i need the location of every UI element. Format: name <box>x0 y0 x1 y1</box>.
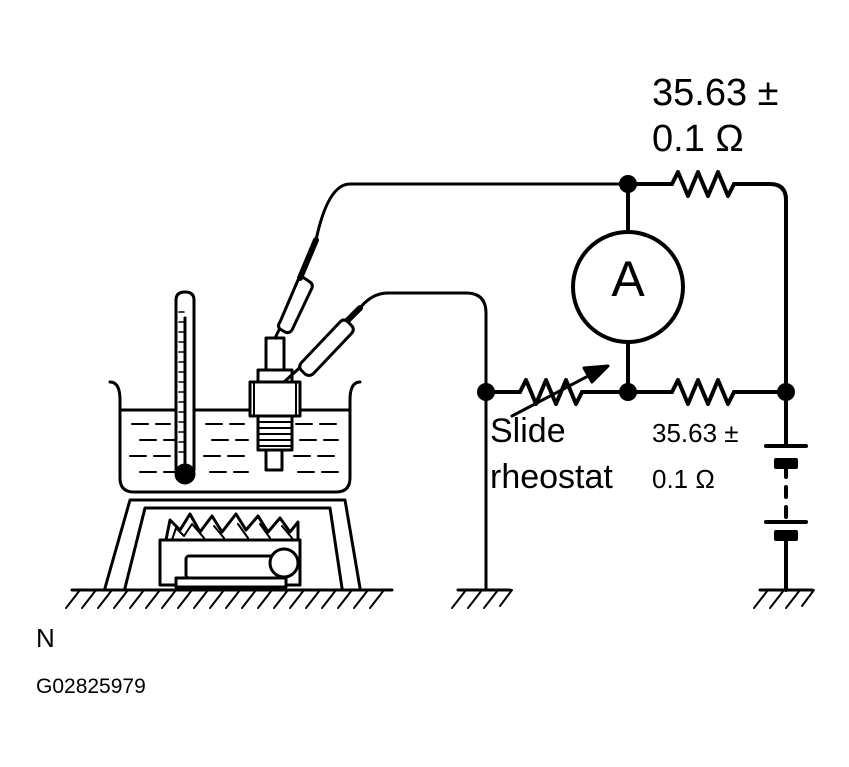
rheostat-label-line2: rheostat <box>490 458 613 496</box>
flame <box>164 512 300 542</box>
ground-floor <box>65 588 394 609</box>
probe-lead-lower <box>282 291 488 592</box>
bottom-resistor-label-line1: 35.63 ± <box>652 418 739 448</box>
corner-letter: N <box>36 623 55 653</box>
stand <box>103 498 362 590</box>
ground-symbol-right <box>753 588 815 609</box>
probe-lead-upper <box>273 182 630 340</box>
rheostat-arrow <box>510 364 610 418</box>
ammeter-label: A <box>611 251 645 307</box>
junctions <box>477 175 795 401</box>
rheostat-label-line1: Slide <box>490 412 566 450</box>
bottom-resistor <box>670 378 736 406</box>
slide-rheostat <box>518 378 584 406</box>
top-resistor-label-line2: 0.1 Ω <box>652 118 744 160</box>
battery <box>764 444 808 541</box>
water-waves <box>129 423 339 473</box>
thermometer <box>174 290 196 485</box>
water-container <box>108 380 362 494</box>
figure-code: G02825979 <box>36 675 146 698</box>
burner <box>158 512 302 589</box>
top-resistor-label-line1: 35.63 ± <box>652 72 779 114</box>
temperature-sensor <box>248 336 302 472</box>
top-resistor <box>670 170 736 198</box>
ammeter <box>571 230 685 344</box>
ground-symbol-middle <box>451 588 513 609</box>
bottom-resistor-label-line2: 0.1 Ω <box>652 464 715 494</box>
